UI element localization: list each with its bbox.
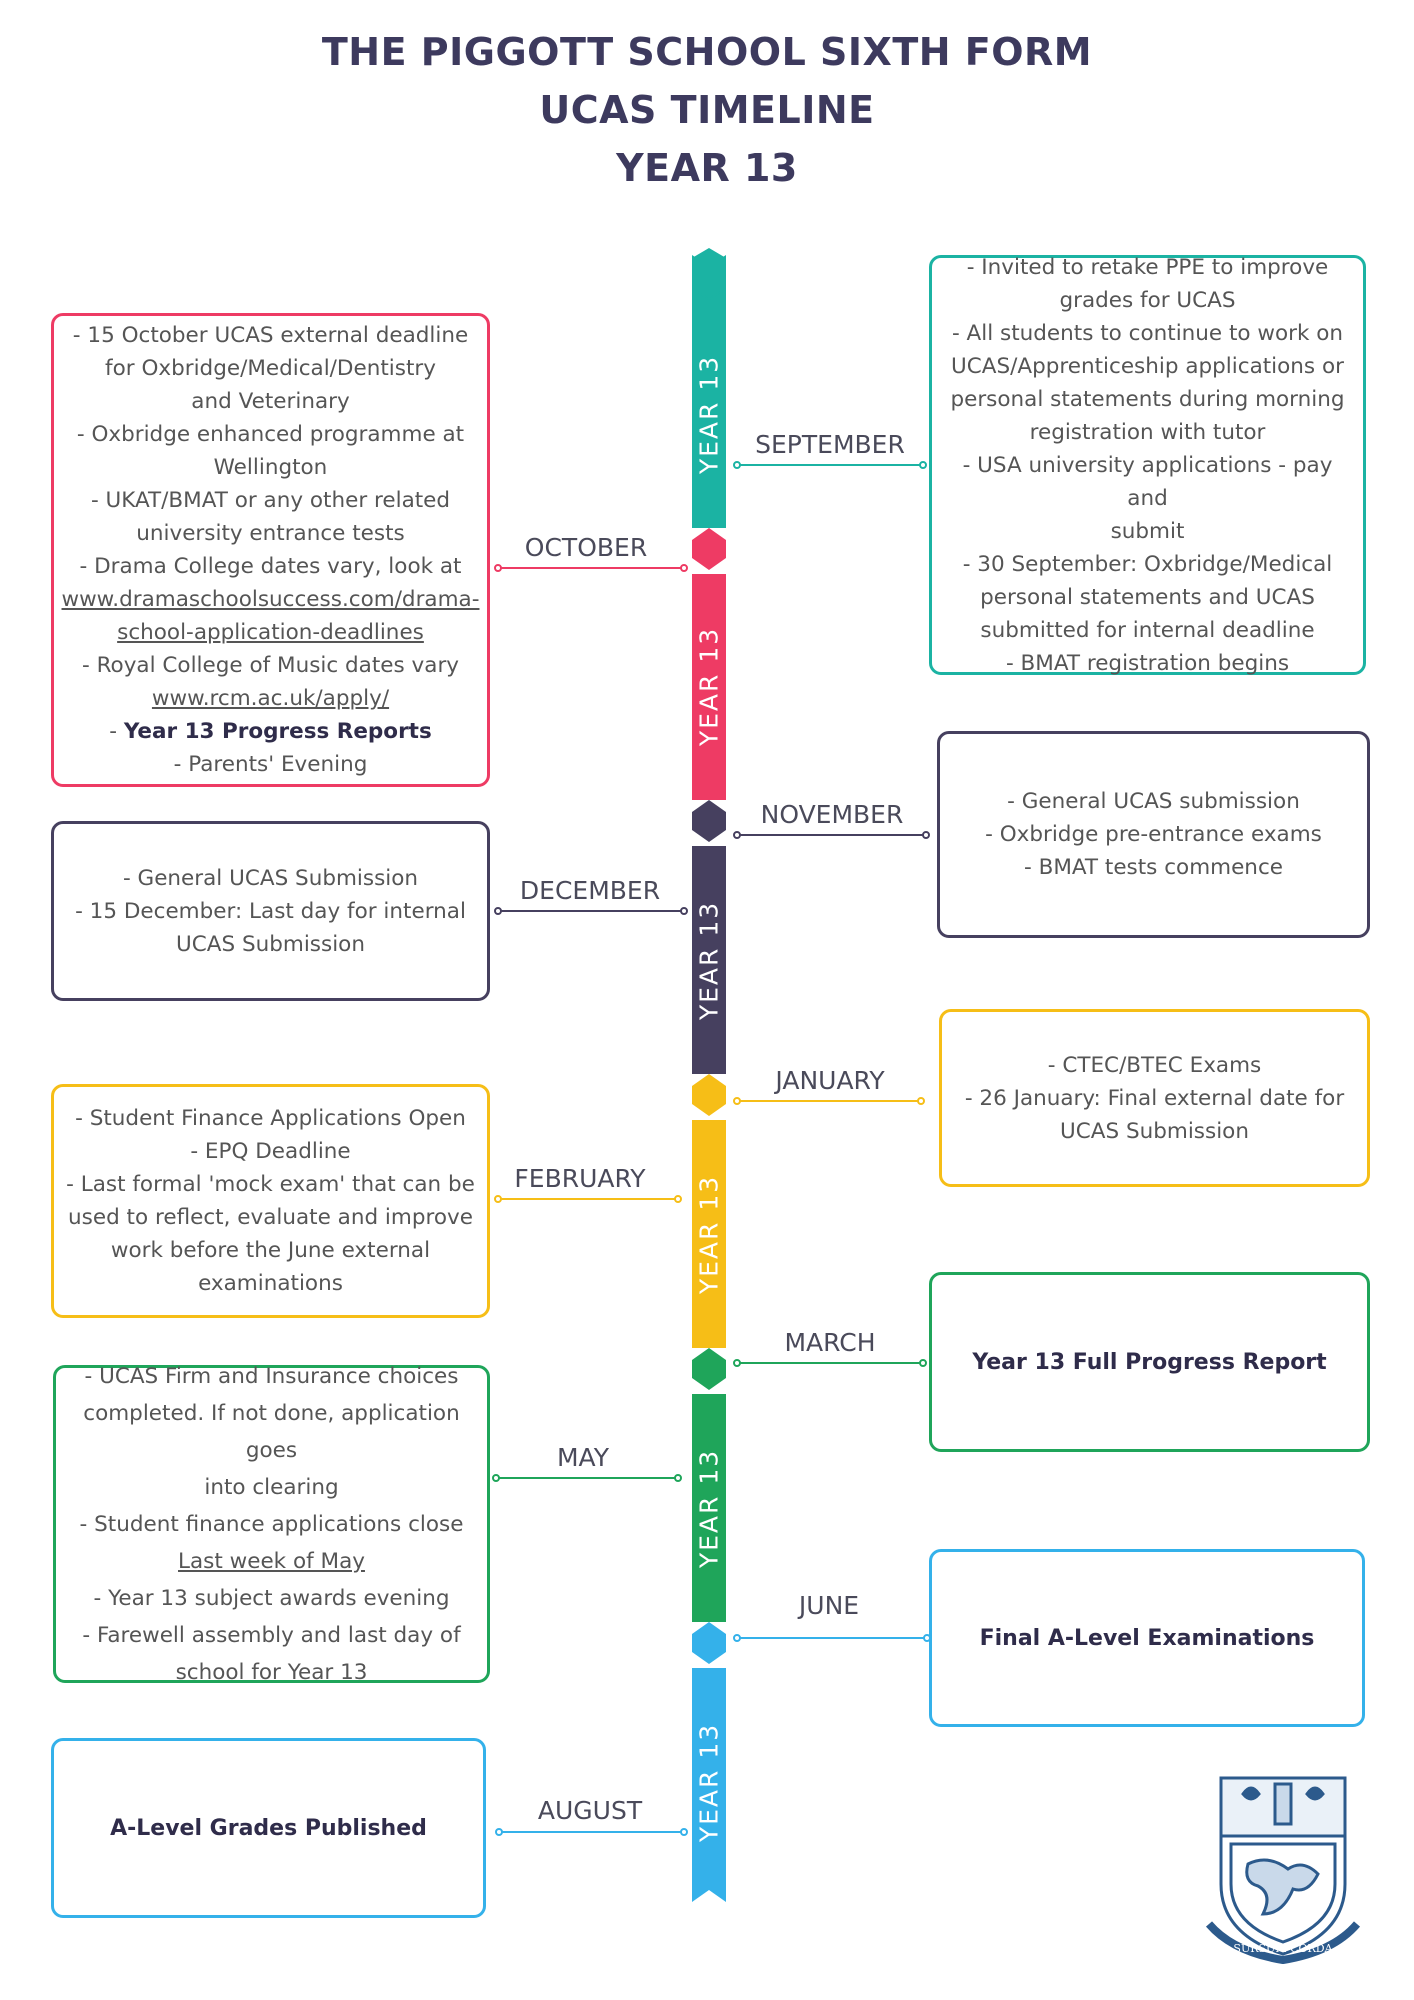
- month-label-september: SEPTEMBER: [755, 430, 905, 459]
- september-line: registration with tutor: [1029, 419, 1266, 445]
- progress-reports-text: Year 13 Progress Reports: [123, 719, 432, 744]
- october-line: Wellington: [213, 455, 328, 480]
- spine-marker-teal-top: [692, 248, 726, 298]
- october-line: and Veterinary: [191, 389, 350, 414]
- october-line: for Oxbridge/Medical/Dentistry: [105, 356, 436, 381]
- december-line: - 15 December: Last day for internal: [75, 898, 466, 924]
- month-label-august: AUGUST: [537, 1796, 643, 1825]
- spine-body-blue: [692, 1668, 726, 1902]
- september-box: - Invited to retake PPE to improve grade…: [929, 255, 1366, 676]
- spine-label-teal: YEAR 13: [694, 354, 724, 475]
- month-label-december: DECEMBER: [519, 876, 661, 905]
- drama-school-link[interactable]: www.dramaschoolsuccess.com/drama-: [61, 587, 480, 612]
- october-line: - UKAT/BMAT or any other related: [90, 488, 451, 513]
- june-text: Final A-Level Examinations: [979, 1625, 1315, 1651]
- december-line: UCAS Submission: [176, 931, 365, 957]
- title-line-2: UCAS TIMELINE: [539, 88, 875, 132]
- september-line: - BMAT registration begins: [1005, 650, 1290, 676]
- january-box: - CTEC/BTEC Exams - 26 January: Final ex…: [939, 1009, 1370, 1187]
- january-line: - 26 January: Final external date for: [964, 1085, 1345, 1111]
- may-line: - Student finance applications close: [79, 1511, 464, 1537]
- august-box: A-Level Grades Published: [51, 1738, 486, 1918]
- crest-motto: SURSUM·CORDA: [1233, 1942, 1333, 1955]
- may-line: school for Year 13: [175, 1659, 368, 1685]
- october-progress-line: - Year 13 Progress Reports: [109, 715, 432, 748]
- september-line: - Invited to retake PPE to improve: [966, 254, 1329, 280]
- october-line: university entrance tests: [136, 521, 405, 546]
- september-line: grades for UCAS: [1059, 287, 1236, 313]
- october-line: - 15 October UCAS external deadline: [72, 323, 469, 348]
- september-line: personal statements and UCAS: [980, 584, 1315, 610]
- october-line: - Drama College dates vary, look at: [79, 554, 462, 579]
- november-box: - General UCAS submission - Oxbridge pre…: [937, 731, 1370, 938]
- spine-label-green: YEAR 13: [694, 1448, 724, 1569]
- spine-marker-blue: [692, 1622, 726, 1664]
- february-line: examinations: [198, 1271, 343, 1296]
- month-label-january: JANUARY: [775, 1066, 885, 1095]
- month-label-february: FEBRUARY: [514, 1164, 646, 1193]
- february-box: - Student Finance Applications Open - EP…: [51, 1084, 490, 1318]
- spine-body-teal: [692, 300, 726, 528]
- month-label-june: JUNE: [798, 1591, 860, 1620]
- spine-label-pink: YEAR 13: [694, 626, 724, 747]
- february-line: - EPQ Deadline: [190, 1139, 351, 1164]
- august-text: A-Level Grades Published: [110, 1815, 427, 1841]
- title-line-3: YEAR 13: [616, 146, 798, 190]
- month-label-october: OCTOBER: [524, 533, 648, 562]
- may-line: completed. If not done, application goes: [83, 1400, 460, 1463]
- spine-body-green: [692, 1394, 726, 1622]
- december-box: - General UCAS Submission - 15 December:…: [51, 821, 490, 1001]
- october-line: - Parents' Evening: [173, 752, 368, 777]
- spine-label-navy: YEAR 13: [694, 900, 724, 1021]
- spine-marker-navy: [692, 800, 726, 842]
- month-label-march: MARCH: [784, 1328, 876, 1357]
- spine-body-navy: [692, 846, 726, 1074]
- may-underlined-line: Last week of May: [178, 1548, 365, 1574]
- january-line: UCAS Submission: [1060, 1118, 1249, 1144]
- january-line: - CTEC/BTEC Exams: [1047, 1052, 1262, 1078]
- dash: -: [109, 719, 124, 744]
- february-line: used to reflect, evaluate and improve: [68, 1205, 473, 1230]
- february-line: - Last formal 'mock exam' that can be: [66, 1172, 475, 1197]
- september-line: - All students to continue to work on: [951, 320, 1344, 346]
- september-line: - USA university applications - pay and: [962, 452, 1333, 511]
- february-line: work before the June external: [110, 1238, 431, 1263]
- june-box: Final A-Level Examinations: [929, 1549, 1365, 1727]
- november-line: - General UCAS submission: [1007, 789, 1300, 814]
- may-line: - Year 13 subject awards evening: [93, 1585, 450, 1611]
- september-line: UCAS/Apprenticeship applications or: [951, 353, 1344, 379]
- october-line: - Royal College of Music dates vary: [81, 653, 460, 678]
- march-box: Year 13 Full Progress Report: [929, 1272, 1370, 1452]
- spine-label-yellow: YEAR 13: [694, 1174, 724, 1295]
- october-box: - 15 October UCAS external deadline for …: [51, 313, 490, 787]
- spine-marker-yellow: [692, 1074, 726, 1116]
- may-box: - UCAS Firm and Insurance choices comple…: [53, 1364, 490, 1685]
- february-line: - Student Finance Applications Open: [75, 1106, 466, 1131]
- month-label-may: MAY: [556, 1443, 609, 1472]
- rcm-link[interactable]: www.rcm.ac.uk/apply/: [151, 686, 390, 711]
- november-line: - Oxbridge pre-entrance exams: [985, 822, 1322, 847]
- september-line: personal statements during morning: [950, 386, 1345, 412]
- spine-marker-green: [692, 1348, 726, 1390]
- march-text: Year 13 Full Progress Report: [972, 1349, 1327, 1375]
- title-line-1: THE PIGGOTT SCHOOL SIXTH FORM: [321, 30, 1093, 74]
- spine-marker-pink: [692, 528, 726, 570]
- school-crest-icon: SURSUM·CORDA: [1205, 1776, 1361, 1964]
- november-line: - BMAT tests commence: [1024, 855, 1283, 880]
- drama-school-link-cont[interactable]: school-application-deadlines: [117, 620, 424, 645]
- september-line: submit: [1110, 518, 1185, 544]
- spine-body-pink: [692, 574, 726, 800]
- october-line: - Oxbridge enhanced programme at: [76, 422, 465, 447]
- may-line: - Farewell assembly and last day of: [82, 1622, 461, 1648]
- spine-body-yellow: [692, 1120, 726, 1348]
- spine-label-blue: YEAR 13: [694, 1722, 724, 1843]
- may-line: into clearing: [204, 1474, 339, 1500]
- september-line: submitted for internal deadline: [980, 617, 1315, 643]
- september-line: - 30 September: Oxbridge/Medical: [962, 551, 1333, 577]
- december-line: - General UCAS Submission: [122, 865, 419, 891]
- month-label-november: NOVEMBER: [760, 800, 904, 829]
- may-line: - UCAS Firm and Insurance choices: [84, 1363, 459, 1389]
